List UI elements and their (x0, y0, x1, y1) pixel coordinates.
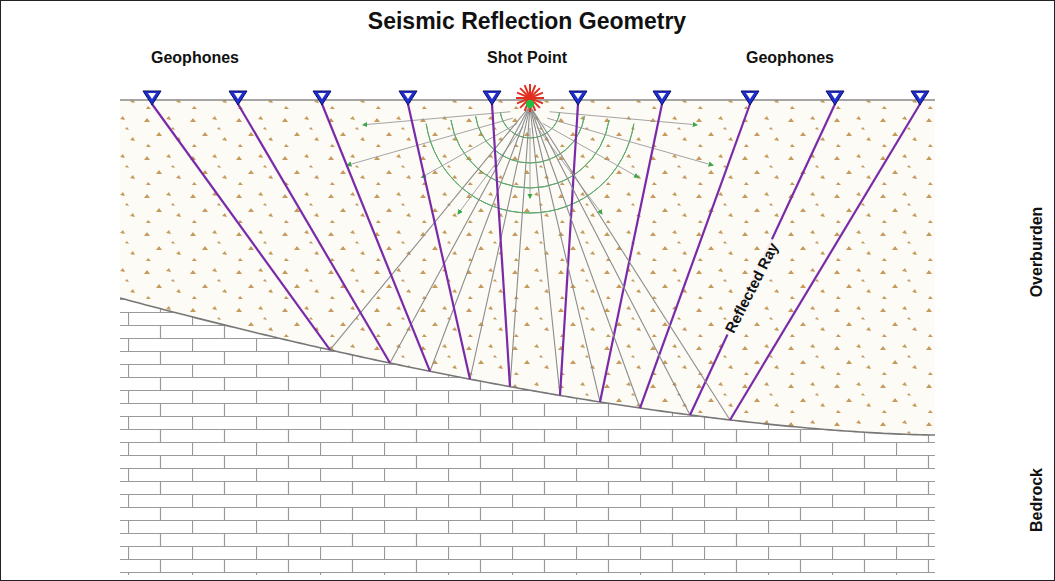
geophones-label: Geophones (151, 49, 239, 67)
geophone-symbol (569, 91, 587, 105)
reflected-ray (560, 104, 578, 395)
shot-point-label: Shot Point (487, 49, 567, 67)
geophone-symbol (313, 91, 331, 105)
incident-ray (530, 106, 640, 408)
wave-arrow (458, 127, 523, 214)
geophone-symbol (916, 93, 924, 99)
reflected-ray (322, 104, 430, 371)
wave-arrow (422, 123, 518, 177)
reflected-ray (640, 104, 750, 408)
wavefront (426, 124, 634, 213)
reflected-ray (600, 104, 662, 402)
wave-arrow (530, 128, 531, 198)
geophones-label: Geophones (746, 49, 834, 67)
bedrock-label: Bedrock (1028, 468, 1046, 532)
wave-arrow (363, 112, 510, 125)
reflected-ray (690, 104, 835, 415)
incident-ray (530, 106, 730, 420)
wave-arrow (537, 127, 602, 214)
geophone-symbol (399, 91, 417, 105)
geophone-symbol (143, 91, 161, 105)
incident-ray (510, 106, 530, 387)
wave-arrow (347, 118, 513, 165)
reflected-ray (152, 104, 330, 350)
shot-burst (530, 93, 543, 98)
geophone-symbol (234, 93, 242, 99)
shot-point-marker (526, 100, 534, 108)
geophone-symbol (831, 93, 839, 99)
geophone-symbol (148, 93, 156, 99)
incident-ray (530, 106, 600, 402)
reflected-ray (238, 104, 390, 363)
geophone-symbol (741, 91, 759, 105)
wave-arrow (547, 118, 713, 165)
geophone-symbol (911, 91, 929, 105)
wave-arrow (543, 123, 639, 177)
geophone-symbol (483, 91, 501, 105)
geophone-symbol (229, 91, 247, 105)
geophone-symbol (826, 91, 844, 105)
reflected-ray (492, 104, 510, 387)
diagram-title: Seismic Reflection Geometry (368, 9, 686, 34)
reflected-ray (408, 104, 470, 379)
bedrock-layer (120, 298, 935, 575)
geophone-symbol (653, 91, 671, 105)
incident-ray (530, 106, 690, 415)
geophone-symbol (404, 93, 412, 99)
overburden-label: Overburden (1028, 207, 1046, 298)
interface-line (120, 298, 935, 435)
geophone-symbol (488, 93, 496, 99)
incident-ray (530, 106, 560, 395)
wave-arrow (550, 112, 697, 125)
geophone-symbol (746, 93, 754, 99)
geophone-symbol (318, 93, 326, 99)
geophone-symbol (574, 93, 582, 99)
geophone-symbol (658, 93, 666, 99)
